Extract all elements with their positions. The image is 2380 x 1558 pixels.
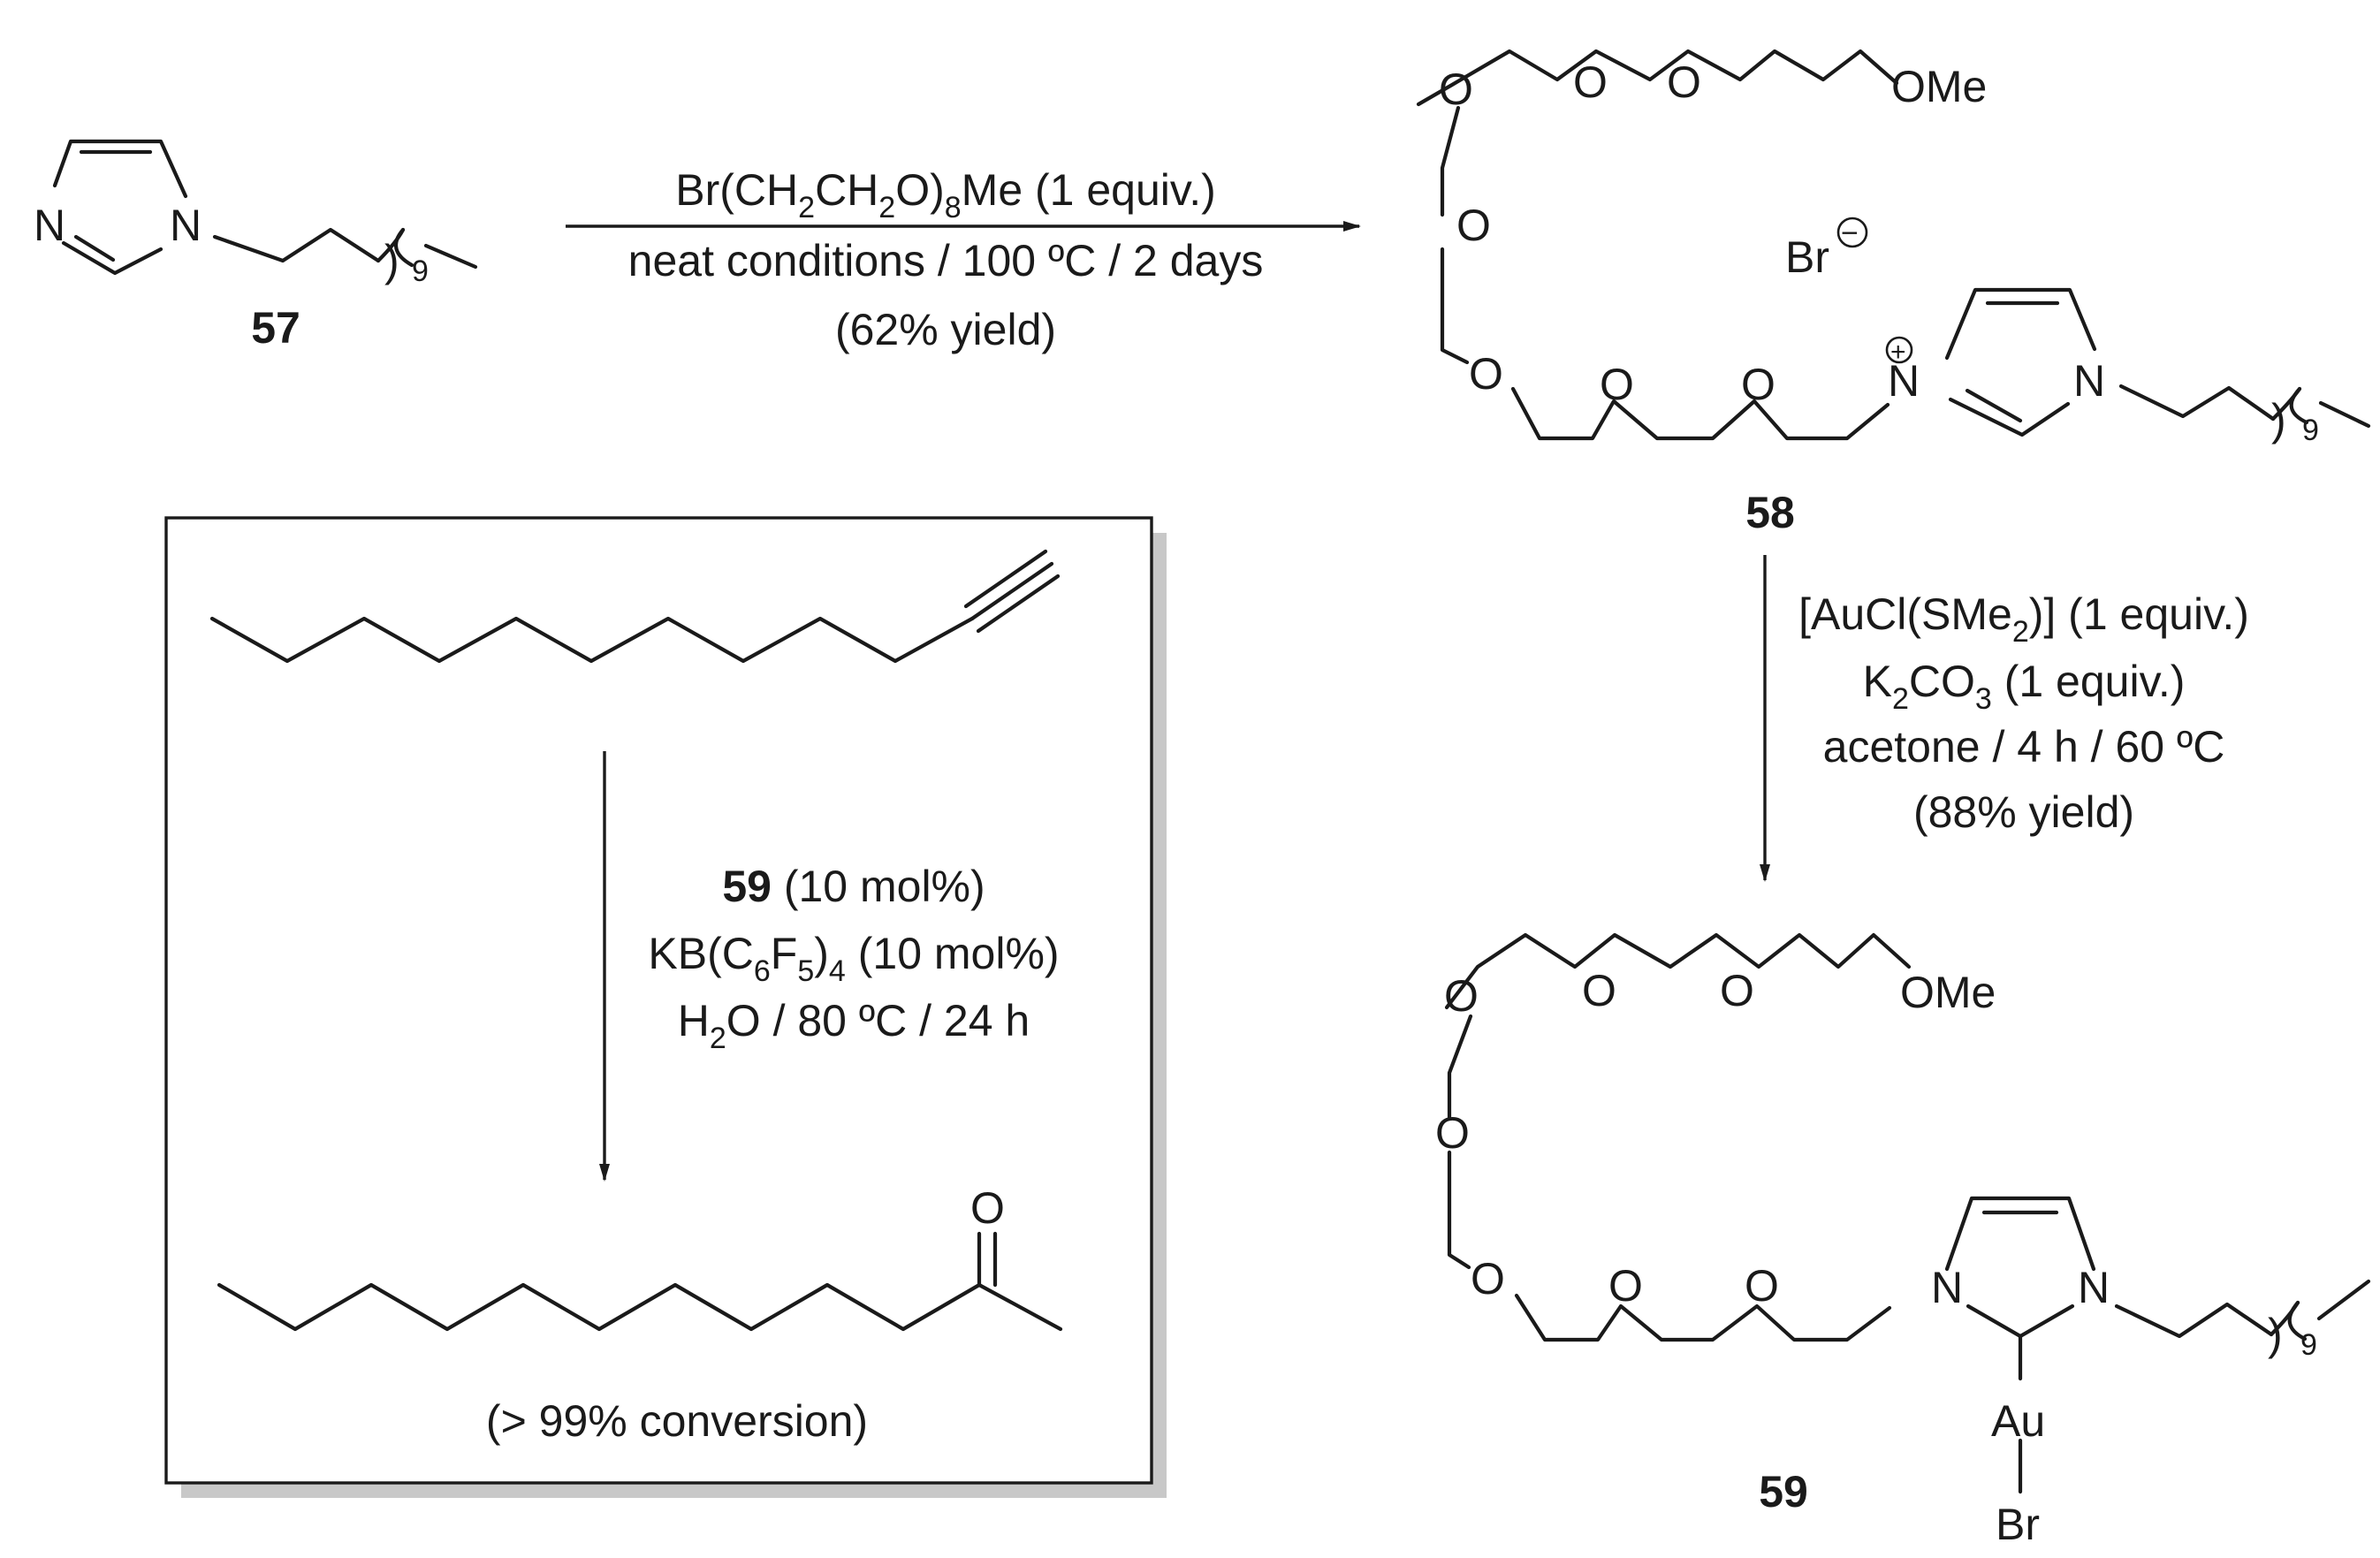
atom-n-plus: N <box>1888 356 1920 406</box>
atom-n1: N <box>170 201 202 250</box>
box-frame <box>164 516 1153 1485</box>
compound-label-59: 59 <box>1759 1467 1808 1516</box>
chain-paren: ) <box>384 236 399 285</box>
atom-br: Br <box>1996 1500 2040 1549</box>
step2-yield: (88% yield) <box>1913 787 2134 837</box>
chain-paren: ) <box>2268 1310 2283 1359</box>
compound-59-atoms: O O O O O O O OMe N N Au Br ) 9 <box>1435 966 2317 1549</box>
chain-repeat-count: 9 <box>2302 414 2319 447</box>
chain-paren: ) <box>2271 395 2286 445</box>
atom-o: O <box>1741 360 1775 409</box>
atom-o: O <box>1469 349 1503 399</box>
atom-o: O <box>970 1183 1005 1233</box>
atom-au: Au <box>1991 1396 2045 1446</box>
compound-57-structure: N N ) 9 <box>34 139 478 288</box>
hydration-conditions: H2O / 80 ºC / 24 h <box>678 996 1030 1055</box>
atom-o: O <box>1439 65 1473 114</box>
conversion-result: (> 99% conversion) <box>486 1396 868 1446</box>
application-box <box>164 516 1167 1498</box>
ketone-product: O <box>217 1183 1063 1332</box>
chain-repeat-count: 9 <box>2300 1328 2317 1362</box>
atom-o: O <box>1608 1261 1643 1311</box>
hydration-additive: KB(C6F5)4 (10 mol%) <box>648 929 1059 988</box>
atom-o: O <box>1667 57 1701 107</box>
compound-59-structure <box>1444 932 2371 1494</box>
step1-yield: (62% yield) <box>835 305 1056 354</box>
step1-conditions: neat conditions / 100 ºC / 2 days <box>628 236 1264 285</box>
alkyne-substrate <box>209 549 1061 664</box>
atom-n: N <box>1931 1263 1963 1312</box>
compound-58-atoms: O O O O O O O OMe Br − N + N ) 9 <box>1439 57 2319 447</box>
step1-reagent: Br(CH2CH2O)8Me (1 equiv.) <box>675 165 1215 224</box>
step2-reagent: [AuCl(SMe2)] (1 equiv.) <box>1798 589 2249 649</box>
atom-o: O <box>1456 201 1491 250</box>
atom-o: O <box>1745 1261 1779 1311</box>
step2-base: K2CO3 (1 equiv.) <box>1863 657 2186 716</box>
atom-o: O <box>1720 966 1754 1015</box>
step2-conditions: acetone / 4 h / 60 ºC <box>1823 722 2225 771</box>
hydration-catalyst: 59 (10 mol%) <box>722 862 985 911</box>
atom-n: N <box>2073 356 2105 406</box>
compound-label-58: 58 <box>1745 488 1795 537</box>
bromide-anion: Br <box>1785 232 1829 282</box>
atom-o: O <box>1582 966 1616 1015</box>
atom-o: O <box>1573 57 1608 107</box>
plus-charge: + <box>1890 338 1906 367</box>
atom-n3: N <box>34 201 65 250</box>
atom-n: N <box>2078 1263 2110 1312</box>
atom-o: O <box>1600 360 1634 409</box>
minus-charge: − <box>1841 217 1859 250</box>
compound-label-57: 57 <box>251 303 300 353</box>
atom-ome: OMe <box>1891 62 1987 111</box>
atom-o: O <box>1471 1254 1505 1303</box>
atom-o: O <box>1435 1108 1470 1158</box>
atom-o: O <box>1444 971 1479 1021</box>
chain-repeat-count: 9 <box>412 255 429 288</box>
atom-ome: OMe <box>1900 968 1996 1017</box>
compound-58-structure <box>1416 49 2371 441</box>
